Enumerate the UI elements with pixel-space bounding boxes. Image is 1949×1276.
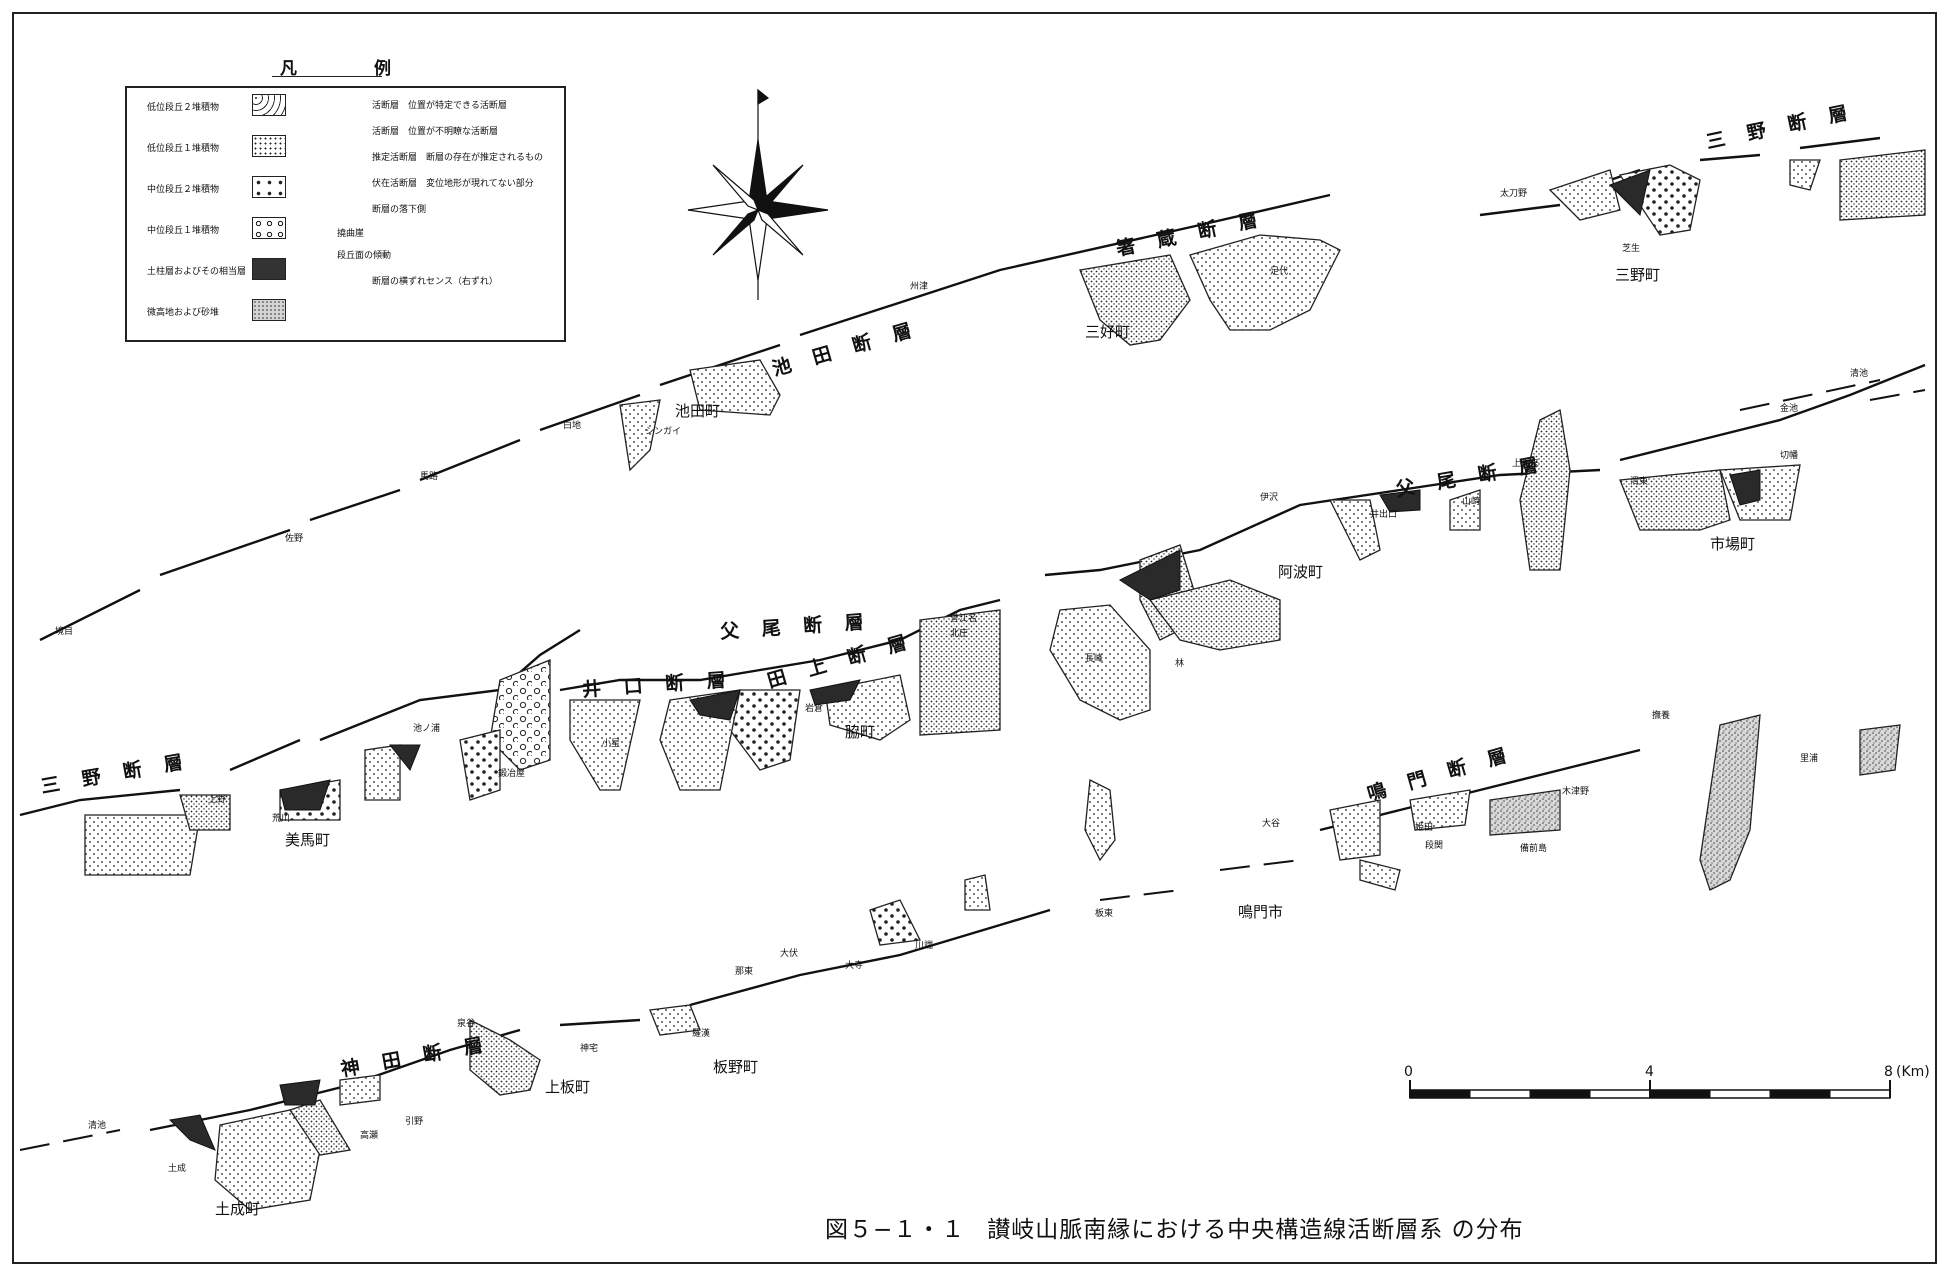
scale-label-zero: 0 (1404, 1064, 1413, 1080)
place-label: シンガイ (645, 427, 682, 437)
place-label: 清池 (88, 1121, 107, 1131)
legend-line-label: 段丘面の傾動 (337, 251, 392, 261)
place-label: 上喜来 (1512, 459, 1540, 469)
place-label: 渭東 (1630, 477, 1649, 487)
place-label: 北庄 (950, 629, 969, 639)
place-label: 大谷 (1262, 819, 1281, 829)
legend-label: 低位段丘２堆積物 (147, 103, 220, 113)
place-label: 大伏 (780, 949, 799, 959)
place-label: 板東 (1095, 909, 1114, 919)
place-label: 小星 (602, 739, 621, 749)
legend: 低位段丘２堆積物 低位段丘１堆積物 中位段丘２堆積物 中位段丘１堆積物 土柱層お… (125, 86, 566, 342)
place-label: 岩倉 (805, 704, 824, 714)
place-label: 曽江名 (950, 614, 978, 624)
place-label: 神宅 (580, 1044, 599, 1054)
figure-title: 讃岐山脈南縁における中央構造線活断層系 の分布 (987, 1217, 1524, 1243)
inferred-fault-lines (19, 379, 1926, 1151)
legend-line-label: 活断層 位置が特定できる活断層 (372, 101, 507, 111)
place-label: 境目 (55, 627, 74, 637)
legend-line-label: 撓曲崖 (337, 229, 365, 239)
legend-line-label: 断層の横ずれセンス（右ずれ） (372, 277, 498, 287)
place-label: 川端 (915, 941, 934, 951)
place-label: 引野 (405, 1117, 424, 1127)
town-label: 上板町 (545, 1078, 591, 1096)
legend-label: 中位段丘１堆積物 (147, 226, 220, 236)
place-label: 伊沢 (1260, 493, 1279, 503)
legend-label: 土柱層およびその相当層 (147, 267, 247, 277)
town-label: 池田町 (675, 402, 721, 420)
place-label: 段関 (1425, 841, 1444, 851)
place-label: 大寺 (845, 961, 864, 971)
place-label: 池ノ浦 (413, 724, 441, 734)
place-label: 林 (1175, 659, 1185, 669)
place-label: 佐野 (285, 534, 304, 544)
place-label: 清池 (1850, 369, 1869, 379)
place-label: 羅漢 (692, 1029, 711, 1039)
place-label: 太刀野 (1500, 189, 1528, 199)
legend-label: 低位段丘１堆積物 (147, 144, 220, 154)
scale-label-max: 8 (1884, 1064, 1893, 1080)
place-label: 井出口 (1370, 510, 1398, 520)
iguchi-fault-line (559, 638, 901, 692)
place-label: 撫養 (1652, 711, 1671, 721)
legend-title: 凡 例 (280, 59, 421, 79)
scale-label-mid: 4 (1645, 1064, 1654, 1080)
scale-label-unit: (Km) (1896, 1064, 1930, 1080)
town-label: 三野町 (1615, 266, 1661, 284)
place-label: 那東 (735, 967, 754, 977)
legend-label: 中位段丘２堆積物 (147, 185, 220, 195)
town-label: 脇町 (845, 723, 876, 741)
town-label: 美馬町 (285, 831, 331, 849)
place-label: 姫田 (1415, 823, 1434, 833)
legend-swatch-stipple (252, 299, 286, 321)
legend-line-label: 断層の落下側 (372, 205, 427, 215)
place-label: 金池 (1780, 404, 1799, 414)
figure-caption: 図５−１・１ 讃岐山脈南縁における中央構造線活断層系 の分布 (825, 1210, 1546, 1244)
town-label: 阿波町 (1278, 563, 1324, 581)
place-label: 泉谷 (457, 1019, 476, 1029)
deposit-areas (84, 149, 1926, 1211)
town-label: 市場町 (1710, 535, 1756, 553)
ichiba-fault-line (1619, 363, 1926, 462)
legend-line-label: 推定活断層 断層の存在が推定されるもの (372, 153, 544, 163)
compass-rose-icon (687, 88, 829, 300)
place-label: 鍛冶屋 (498, 769, 526, 779)
figure-number: 図５−１・１ (825, 1217, 966, 1243)
place-label: 木津野 (1562, 787, 1590, 797)
place-label: 山崎 (1462, 497, 1481, 507)
place-label: 備前島 (1520, 844, 1548, 854)
ikeda-fault-line (39, 193, 1331, 642)
town-label: 鳴門市 (1238, 903, 1284, 921)
place-label: 州津 (910, 282, 929, 292)
legend-swatch-big-dots (252, 176, 286, 198)
legend-swatch-dark (252, 258, 286, 280)
map-frame (12, 12, 1937, 1264)
place-label: 土成 (168, 1164, 187, 1174)
dark-deposits (168, 169, 1761, 1151)
town-label: 土成町 (215, 1200, 261, 1218)
town-label: 三好町 (1085, 323, 1131, 341)
place-label: 上野 (208, 795, 227, 805)
place-label: 荒川 (272, 814, 291, 824)
legend-line-label: 活断層 位置が不明瞭な活断層 (372, 127, 499, 137)
place-label: 切幡 (1780, 451, 1799, 461)
legend-line-label: 伏在活断層 変位地形が現れてない部分 (372, 179, 534, 189)
legend-title-underline (272, 76, 382, 77)
legend-label: 微高地および砂堆 (147, 308, 220, 318)
place-label: 長峰 (1085, 654, 1104, 664)
legend-swatch-fine-dots (252, 94, 286, 116)
legend-swatch-dense-dots (252, 135, 286, 157)
place-label: 足代 (1270, 267, 1289, 277)
legend-swatch-circles (252, 217, 286, 239)
place-label: 白地 (563, 421, 582, 431)
town-label: 板野町 (713, 1058, 759, 1076)
place-label: 高瀬 (360, 1131, 379, 1141)
place-label: 馬路 (420, 472, 439, 482)
place-label: 里浦 (1800, 754, 1819, 764)
scale-bar (1409, 1080, 1891, 1099)
chichio-east-fault-line (1044, 468, 1601, 577)
place-label: 芝生 (1622, 244, 1641, 254)
